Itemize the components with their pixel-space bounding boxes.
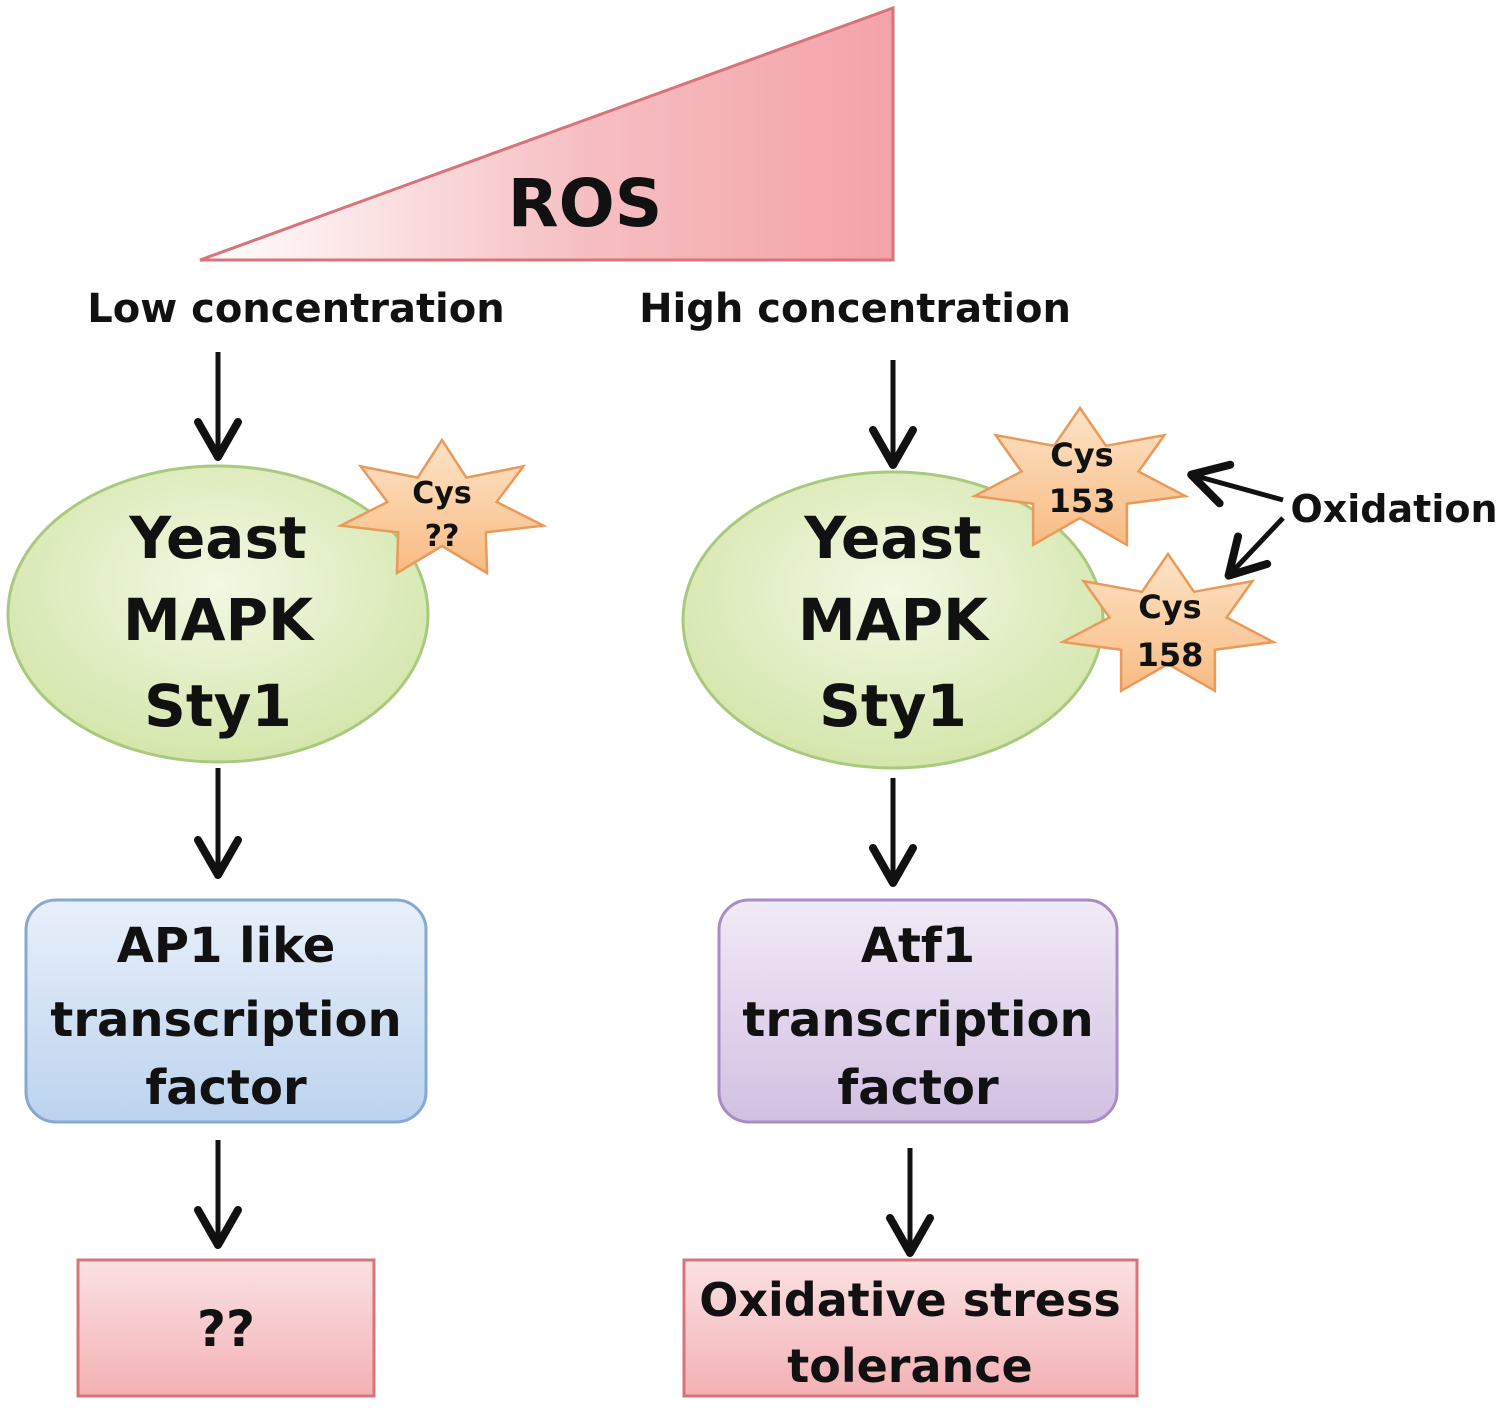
right-cys158-line2: 158: [1137, 636, 1204, 674]
left-cys-star: [336, 437, 548, 576]
arrow-oxidation-to-cys158: [1224, 516, 1285, 580]
right-tf-line1: Atf1: [861, 918, 975, 974]
oxidation-label: Oxidation: [1290, 487, 1497, 531]
right-mapk-line2: MAPK: [798, 586, 990, 654]
left-tf-line1: AP1 like: [117, 918, 336, 974]
left-cys-line2: ??: [425, 519, 460, 554]
right-outcome-line2: tolerance: [787, 1339, 1033, 1393]
left-mapk-line2: MAPK: [123, 586, 315, 654]
right-cys153-line1: Cys: [1050, 436, 1113, 474]
right-cys158-star: [1058, 551, 1278, 694]
left-mapk-ellipse: [6, 464, 430, 764]
right-outcome-line1: Oxidative stress: [699, 1273, 1120, 1327]
left-tf-line2: transcription: [50, 992, 401, 1048]
left-mapk-line1: Yeast: [128, 504, 306, 572]
ros-label: ROS: [508, 165, 662, 242]
ros-gradient-wedge: [199, 5, 895, 262]
right-tf-line2: transcription: [742, 992, 1093, 1048]
left-tf-box: [24, 898, 428, 1124]
right-cys153-star: [970, 405, 1190, 548]
left-cys-line1: Cys: [412, 476, 471, 511]
right-mapk-line3: Sty1: [819, 672, 967, 740]
right-mapk-line1: Yeast: [803, 504, 981, 572]
left-outcome-box: [76, 1258, 376, 1398]
right-cys153-line2: 153: [1049, 482, 1116, 520]
right-cys158-line1: Cys: [1138, 588, 1201, 626]
low-concentration-label: Low concentration: [87, 286, 504, 332]
right-outcome-box: [682, 1258, 1139, 1398]
right-tf-line3: factor: [837, 1060, 999, 1116]
left-outcome-text: ??: [197, 1300, 255, 1358]
arrow-oxidation-to-cys153: [1187, 460, 1284, 508]
left-tf-line3: factor: [145, 1060, 307, 1116]
left-mapk-line3: Sty1: [144, 672, 292, 740]
high-concentration-label: High concentration: [639, 286, 1071, 332]
right-tf-box: [717, 898, 1119, 1124]
